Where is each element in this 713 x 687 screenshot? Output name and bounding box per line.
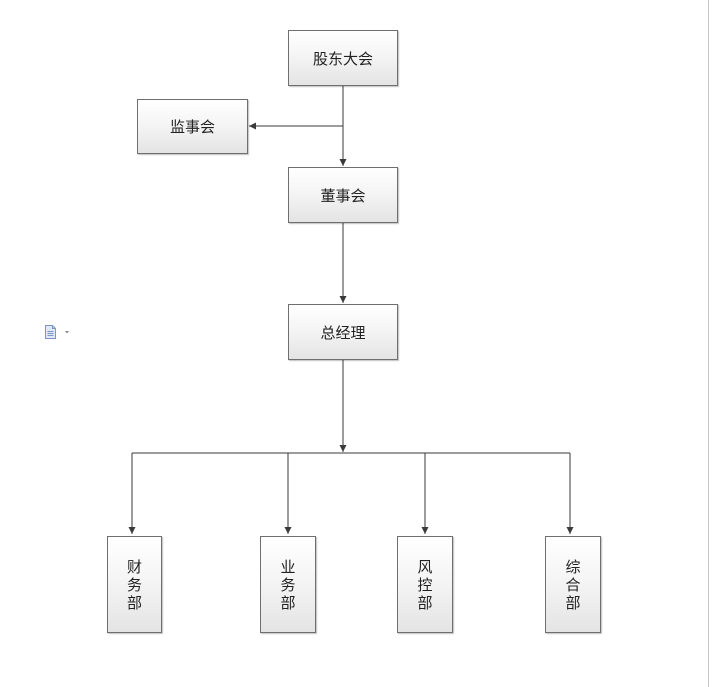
node-shareholders-meeting[interactable]: 股东大会 xyxy=(288,30,398,86)
node-label: 股东大会 xyxy=(312,49,373,68)
node-label-char: 部 xyxy=(565,593,581,612)
node-board-of-directors[interactable]: 董事会 xyxy=(288,167,398,223)
node-label-char: 业 xyxy=(280,557,296,576)
node-label: 总经理 xyxy=(320,323,366,342)
dropdown-caret-icon xyxy=(65,331,69,334)
node-general-affairs-dept[interactable]: 综 合 部 xyxy=(545,536,601,633)
node-label: 董事会 xyxy=(320,186,366,205)
node-label-char: 综 xyxy=(565,557,581,576)
document-icon xyxy=(45,325,69,339)
node-label-char: 部 xyxy=(417,593,433,612)
node-general-manager[interactable]: 总经理 xyxy=(288,304,398,360)
node-label: 监事会 xyxy=(169,118,215,136)
node-label-char: 合 xyxy=(565,575,581,594)
node-label-char: 部 xyxy=(126,593,142,612)
node-label-char: 控 xyxy=(417,575,433,594)
node-finance-dept[interactable]: 财 务 部 xyxy=(107,536,162,633)
node-label-char: 风 xyxy=(417,557,433,576)
node-risk-control-dept[interactable]: 风 控 部 xyxy=(397,536,453,633)
node-label-char: 财 xyxy=(126,557,142,576)
node-label-char: 务 xyxy=(126,575,142,594)
page-right-border xyxy=(708,0,709,687)
node-supervisory-board[interactable]: 监事会 xyxy=(137,99,248,154)
paste-options-widget[interactable] xyxy=(44,324,74,344)
node-business-dept[interactable]: 业 务 部 xyxy=(260,536,316,633)
node-label-char: 部 xyxy=(280,593,296,612)
node-label-char: 务 xyxy=(280,575,296,594)
